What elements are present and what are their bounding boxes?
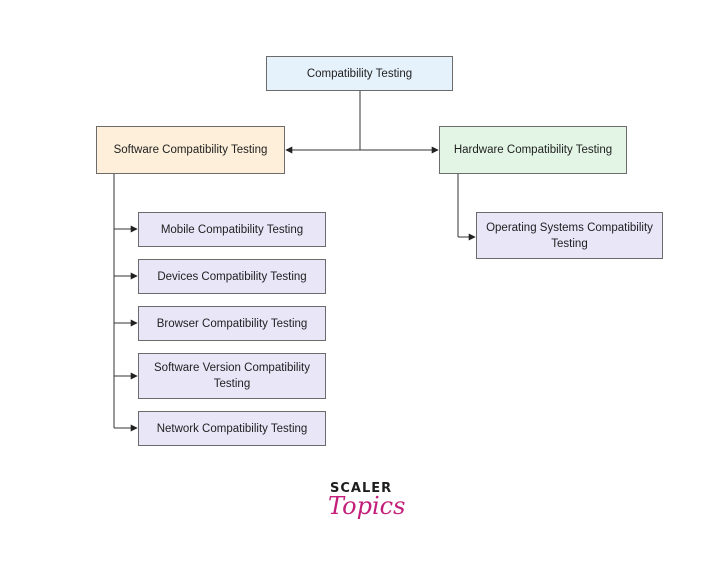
browser-node: Browser Compatibility Testing [138, 306, 326, 341]
root-node: Compatibility Testing [266, 56, 453, 91]
devices-node: Devices Compatibility Testing [138, 259, 326, 294]
logo-scaler-text: SCALER [330, 481, 393, 496]
network-node: Network Compatibility Testing [138, 411, 326, 446]
hardware-node: Hardware Compatibility Testing [439, 126, 627, 174]
operating-systems-node-label: Operating Systems Compatibility Testing [486, 221, 653, 250]
mobile-node: Mobile Compatibility Testing [138, 212, 326, 247]
logo-topics-text: Topics [328, 492, 406, 520]
operating-systems-node: Operating Systems Compatibility Testing [476, 212, 663, 259]
mobile-node-label: Mobile Compatibility Testing [160, 223, 304, 236]
browser-node-label: Browser Compatibility Testing [156, 317, 308, 330]
scaler-topics-logo: SCALER Topics [318, 478, 408, 538]
software-version-node-label: Software Version Compatibility Testing [154, 362, 310, 390]
software-version-node: Software Version Compatibility Testing [138, 353, 326, 399]
devices-node-label: Devices Compatibility Testing [157, 270, 307, 283]
network-node-label: Network Compatibility Testing [156, 422, 308, 435]
root-node-label: Compatibility Testing [306, 67, 413, 80]
software-node: Software Compatibility Testing [96, 126, 285, 174]
software-node-label: Software Compatibility Testing [113, 144, 268, 156]
hardware-node-label: Hardware Compatibility Testing [453, 144, 613, 156]
